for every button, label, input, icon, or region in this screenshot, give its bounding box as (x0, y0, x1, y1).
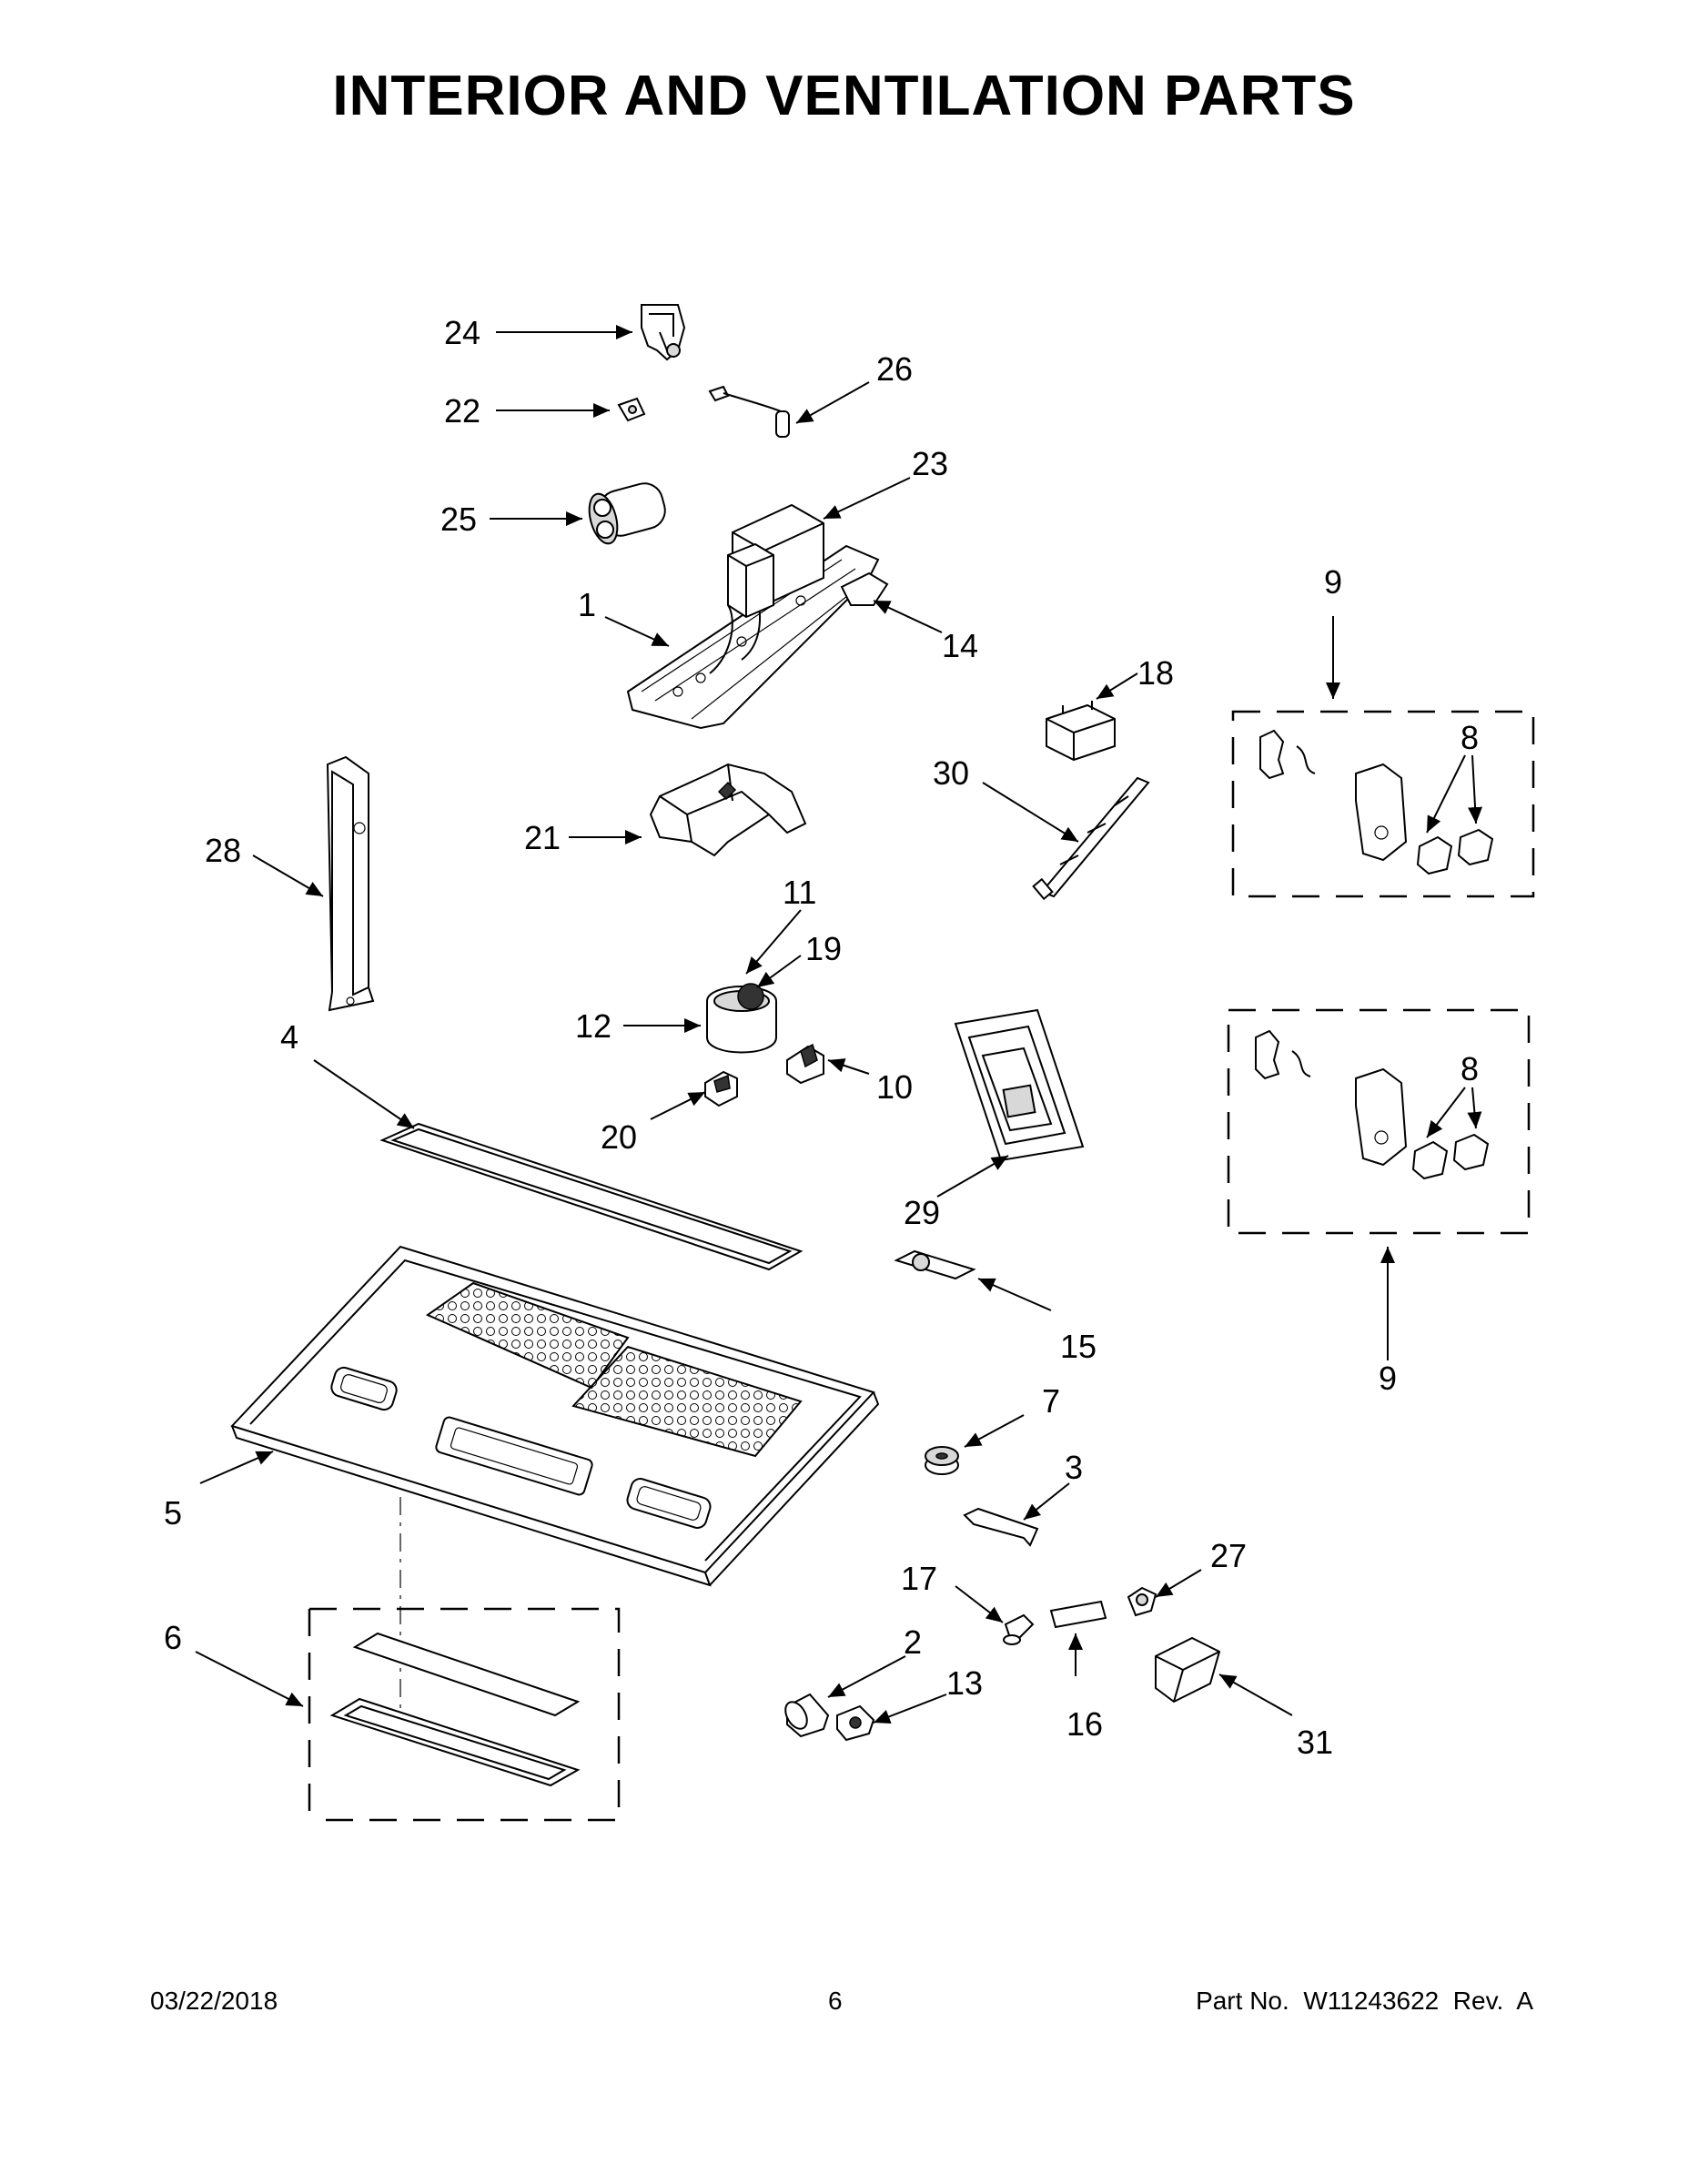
leader-lines (195, 325, 1483, 1724)
part-15-sensor-bracket (894, 1249, 976, 1280)
callout-6: 6 (164, 1619, 182, 1656)
callout-1: 1 (578, 586, 596, 623)
callout-16: 16 (1066, 1705, 1103, 1743)
callout-14: 14 (942, 627, 978, 664)
callout-5: 5 (164, 1494, 182, 1532)
part-28-vent-bracket (326, 755, 375, 1012)
footer-page-number: 6 (828, 1987, 843, 2015)
part-29-damper-panel (954, 1008, 1085, 1162)
callout-20: 20 (601, 1118, 637, 1156)
callout-31: 31 (1297, 1724, 1333, 1761)
callout-13: 13 (946, 1664, 983, 1702)
part-23-transformer (727, 503, 824, 619)
callout-21: 21 (524, 819, 561, 856)
callout-8b: 8 (1461, 1050, 1479, 1087)
callout-labels: 24 22 26 25 23 1 14 18 30 9 8 28 21 11 1… (164, 314, 1479, 1761)
callout-17: 17 (901, 1560, 937, 1597)
part-20-thermostat (704, 1070, 738, 1107)
part-16-tube (1049, 1600, 1107, 1629)
part-5-cavity-panel (230, 1245, 880, 1587)
part-10-switch (786, 1043, 824, 1085)
part-22-clip (617, 397, 646, 422)
part-4-filter (379, 1122, 804, 1271)
part-24-bracket (641, 304, 686, 361)
callout-12: 12 (575, 1007, 612, 1045)
callout-7: 7 (1042, 1382, 1060, 1420)
callout-9a: 9 (1324, 563, 1342, 601)
callout-10: 10 (876, 1068, 913, 1106)
footer-part-number: Part No. W11243622 Rev. A (1196, 1987, 1533, 2015)
callout-26: 26 (876, 350, 913, 388)
callout-2: 2 (904, 1623, 922, 1661)
callout-11: 11 (783, 874, 816, 911)
part-30-latch-bar (1032, 776, 1150, 901)
callout-30: 30 (933, 754, 969, 792)
callout-15: 15 (1060, 1328, 1097, 1365)
callout-28: 28 (205, 832, 241, 869)
part-21-air-guide (649, 763, 807, 857)
callout-22: 22 (444, 392, 480, 430)
part-14-diode (840, 571, 889, 606)
callout-24: 24 (444, 314, 480, 351)
callout-18: 18 (1137, 654, 1174, 692)
part-1-base-plate (626, 544, 880, 730)
callout-9b: 9 (1379, 1360, 1397, 1397)
callout-23: 23 (912, 445, 948, 482)
part-19-fan-blade (737, 983, 764, 1010)
part-26-wire (708, 385, 790, 438)
part-6-charcoal-filter-group (308, 1607, 621, 1822)
part-18-relay (1046, 701, 1116, 762)
part-27-connector (1127, 1586, 1157, 1617)
part-25-capacitor (588, 482, 666, 545)
callout-19: 19 (805, 930, 842, 967)
callout-29: 29 (904, 1194, 940, 1231)
callout-25: 25 (440, 500, 477, 538)
callout-8a: 8 (1461, 719, 1479, 756)
part-31-mount-bracket (1155, 1636, 1221, 1704)
part-3-strap (963, 1507, 1039, 1547)
part-17-elbow (1003, 1613, 1035, 1645)
part-9-switch-assembly-lower (1227, 1008, 1531, 1235)
part-9-switch-assembly-upper (1231, 710, 1535, 898)
callout-4: 4 (280, 1018, 298, 1056)
callout-27: 27 (1210, 1537, 1247, 1574)
part-7-grommet (925, 1446, 959, 1475)
callout-3: 3 (1065, 1449, 1083, 1486)
page-title: INTERIOR AND VENTILATION PARTS (332, 65, 1356, 127)
part-2-lamp-socket (784, 1693, 830, 1738)
part-13-lamp (836, 1704, 875, 1742)
footer-date: 03/22/2018 (150, 1987, 278, 2015)
